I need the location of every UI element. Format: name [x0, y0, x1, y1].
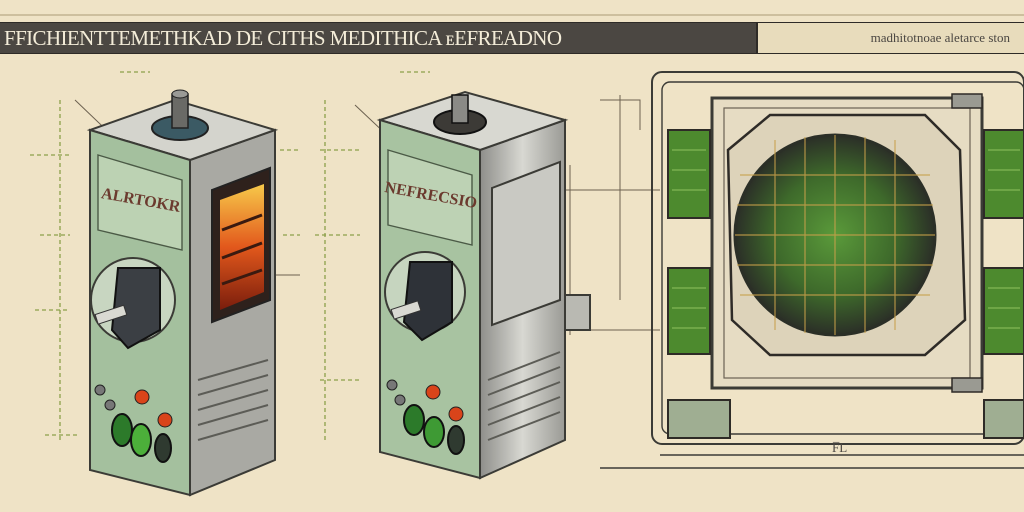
fan-grill: [735, 135, 935, 335]
indicator-lamp-icon: [423, 416, 445, 448]
left-vent-slats: [197, 359, 269, 441]
top-rule: [0, 14, 1024, 16]
header-subtitle: madhitotnoae aletarce ston: [870, 30, 1010, 45]
indicator-lamp-icon: [403, 404, 425, 436]
middle-device: [376, 90, 591, 480]
left-guide-lines: [30, 71, 430, 440]
header-subtitle-box: madhitotnoae aletarce ston: [756, 23, 1024, 53]
heater-window: [220, 184, 264, 310]
middle-vent-slats: [487, 351, 561, 441]
indicator-lamp-icon: [157, 412, 173, 428]
outer-frame: [651, 71, 1024, 445]
indicator-lamp-icon: [425, 384, 441, 400]
left-device: [86, 89, 279, 497]
indicator-lamp-icon: [130, 423, 152, 457]
header-bar: FFICHIENTTEMETHKAD DE CITHS MEDITHICA ᴇE…: [0, 22, 1024, 54]
indicator-lamp-icon: [448, 406, 464, 422]
footer-label: F̅L: [832, 440, 848, 455]
indicator-lamp-icon: [111, 413, 133, 447]
indicator-lamp-icon: [134, 389, 150, 405]
heat-sink-blocks: [667, 129, 1024, 439]
right-fan-unit: [600, 71, 1024, 469]
header-title: FFICHIENTTEMETHKAD DE CITHS MEDITHICA ᴇE…: [4, 26, 562, 50]
